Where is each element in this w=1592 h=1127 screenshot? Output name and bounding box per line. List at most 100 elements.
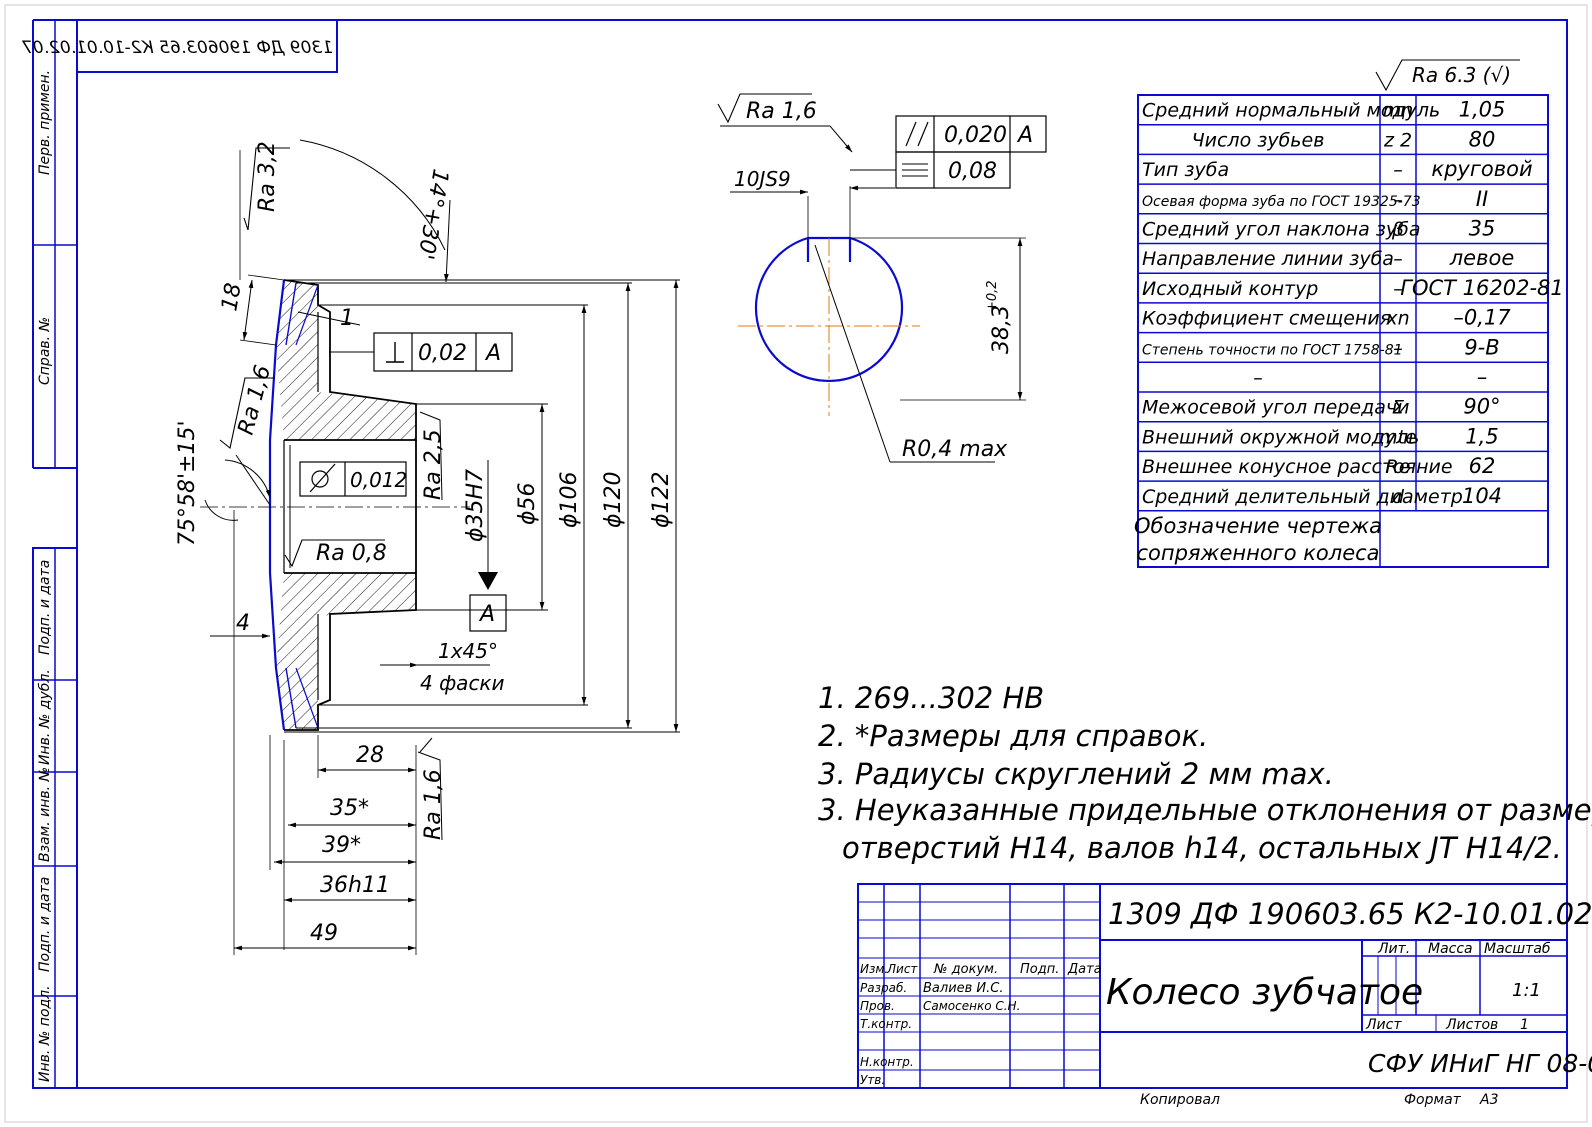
param-name: Исходный контур [1142, 278, 1318, 300]
param-name: Средний угол наклона зуба [1142, 219, 1420, 241]
param-name: Осевая форма зуба по ГОСТ 19325-73 [1142, 194, 1421, 210]
param-name: Внешнее конусное расстояние [1142, 456, 1453, 478]
title-razrab-name: Валиев И.С. [923, 981, 1004, 996]
side-labels: Перв. примен. Справ. № Подп. и дата Инв.… [37, 70, 53, 1082]
side-label-inv-podl: Инв. № подл. [37, 985, 53, 1082]
param-value: 1,05 [1459, 98, 1506, 122]
param-value: 9-В [1464, 335, 1499, 359]
title-part-name: Колесо зубчатое [1106, 972, 1423, 1013]
chamfer-note-label: 4 фаски [420, 671, 505, 695]
param-name: Межосевой угол передачи [1142, 397, 1409, 419]
param-symbol: Σ [1392, 397, 1404, 419]
param-name: Средний делительный диаметр [1142, 486, 1463, 508]
angle-cone-label: 75°58'±15' [175, 420, 200, 546]
title-prov-label: Пров. [860, 999, 895, 1013]
param-symbol: d [1392, 486, 1405, 508]
param-value: круговой [1431, 157, 1532, 181]
keyway-depth-label: 38,3 [989, 305, 1014, 354]
side-label-perv-primen: Перв. примен. [37, 70, 53, 175]
dia-120-label: ϕ120 [601, 471, 626, 528]
dim-49-label: 49 [310, 921, 338, 946]
note-2: 2. *Размеры для справок. [818, 719, 1208, 753]
dim-4-label: 4 [236, 611, 250, 636]
param-symbol: xn [1385, 308, 1409, 330]
param-name: Направление линии зуба [1142, 248, 1394, 270]
param-symbol: – [1393, 337, 1403, 359]
dim-39-label: 39* [322, 833, 361, 858]
perp-datum-label: A [484, 341, 501, 366]
dia-35-label: ϕ35H7 [463, 469, 488, 542]
param-value: 35 [1469, 217, 1496, 241]
title-razrab-label: Разраб. [860, 981, 907, 995]
title-block [857, 883, 1568, 1089]
params-last-row-2: сопряженного колеса [1136, 541, 1379, 565]
note-5: отверстий H14, валов h14, остальных JT H… [842, 831, 1562, 865]
title-mass-header: Масса [1428, 941, 1473, 957]
param-symbol: – [1393, 278, 1403, 300]
keyway-radius-label: R0,4 max [902, 437, 1008, 462]
param-value: ГОСТ 16202-81 [1400, 276, 1564, 300]
keyway-labels: Ra 1,6 10JS9 0,020 A 0,08 38,3 +0,2 R0,4… [734, 99, 1033, 462]
params-header: Ra 6.3 (√) [1412, 63, 1511, 87]
dim-28-label: 28 [356, 743, 384, 768]
ra-top-label: Ra 3,2 [255, 141, 280, 212]
param-value: 62 [1469, 454, 1496, 478]
dia-56-label: ϕ56 [515, 482, 540, 525]
copied-label: Копировал [1140, 1092, 1220, 1108]
keyway-view [717, 93, 1047, 463]
param-symbol: β [1391, 219, 1404, 241]
dia-122-label: ϕ122 [649, 471, 674, 528]
param-value: 90° [1463, 395, 1500, 419]
param-symbol: mn [1383, 100, 1414, 122]
ra-fillet-label: Ra 2,5 [421, 429, 446, 500]
param-symbol: Re [1386, 456, 1411, 478]
title-col-list: Лист [886, 962, 918, 976]
title-doc-number: 1309 ДФ 190603.65 К2-10.01.02.07 [1108, 897, 1592, 931]
param-name: – [1253, 367, 1263, 389]
note-3: 3. Радиусы скруглений 2 мм max. [818, 757, 1334, 791]
param-name: Средний нормальный модуль [1142, 100, 1440, 122]
title-scale-header: Масштаб [1484, 941, 1551, 957]
param-symbol: – [1393, 189, 1403, 211]
ra-hub-label: Ra 1,6 [421, 769, 446, 840]
param-name: Число зубьев [1192, 129, 1325, 151]
param-name: Тип зуба [1142, 159, 1229, 181]
note-1: 1. 269...302 HB [818, 681, 1044, 715]
side-label-podp-data-2: Подп. и дата [37, 877, 53, 972]
datum-label: A [478, 602, 495, 627]
dim-18-label: 18 [217, 281, 246, 313]
param-value: – [1477, 365, 1488, 389]
param-value: –0,17 [1453, 306, 1511, 330]
title-col-sign: Подп. [1020, 962, 1059, 977]
title-lit-header: Лит. [1377, 941, 1410, 957]
dim-1-label: 1 [340, 306, 354, 331]
title-tkontr-label: Т.контр. [860, 1017, 912, 1031]
section-dimension-labels: Ra 3,2 Ra 1,6 Ra 0,8 Ra 2,5 Ra 1,6 14°+3… [175, 141, 674, 946]
param-name: Степень точности по ГОСТ 1758-81 [1142, 342, 1403, 358]
param-value: II [1476, 187, 1488, 211]
param-value: 104 [1462, 484, 1502, 508]
keyway-depth-tol-label: +0,2 [985, 280, 1000, 312]
title-sheets-value: 1 [1520, 1017, 1529, 1033]
title-scale-value: 1:1 [1512, 980, 1541, 1001]
title-col-date: Дата [1067, 962, 1102, 977]
title-col-doc: № докум. [933, 962, 998, 977]
param-symbol: – [1393, 248, 1403, 270]
chamfer-label: 1x45° [438, 639, 498, 663]
param-name: Внешний окружной модуль [1142, 426, 1419, 448]
dim-35-label: 35* [330, 796, 369, 821]
title-sheet-label: Лист [1365, 1017, 1402, 1033]
title-prov-name: Самосенко С.Н. [923, 999, 1020, 1013]
runout-value-label: 0,012 [350, 468, 407, 492]
title-col-izm: Изм. [860, 962, 888, 976]
symmetry-value-label: 0,08 [948, 159, 997, 184]
param-symbol: z 2 [1383, 129, 1412, 151]
params-last-row-1: Обозначение чертежа [1134, 514, 1382, 538]
side-label-vzam-inv: Взам. инв. № [37, 767, 53, 862]
technical-notes: 1. 269...302 HB 2. *Размеры для справок.… [818, 681, 1592, 865]
keyway-ra-label: Ra 1,6 [746, 99, 817, 124]
param-value: левое [1449, 246, 1515, 270]
side-label-podp-data-1: Подп. и дата [37, 560, 53, 655]
doc-number-mirrored: 1309 ДФ 190603.65 К2-10.01.02.07 [22, 38, 333, 58]
